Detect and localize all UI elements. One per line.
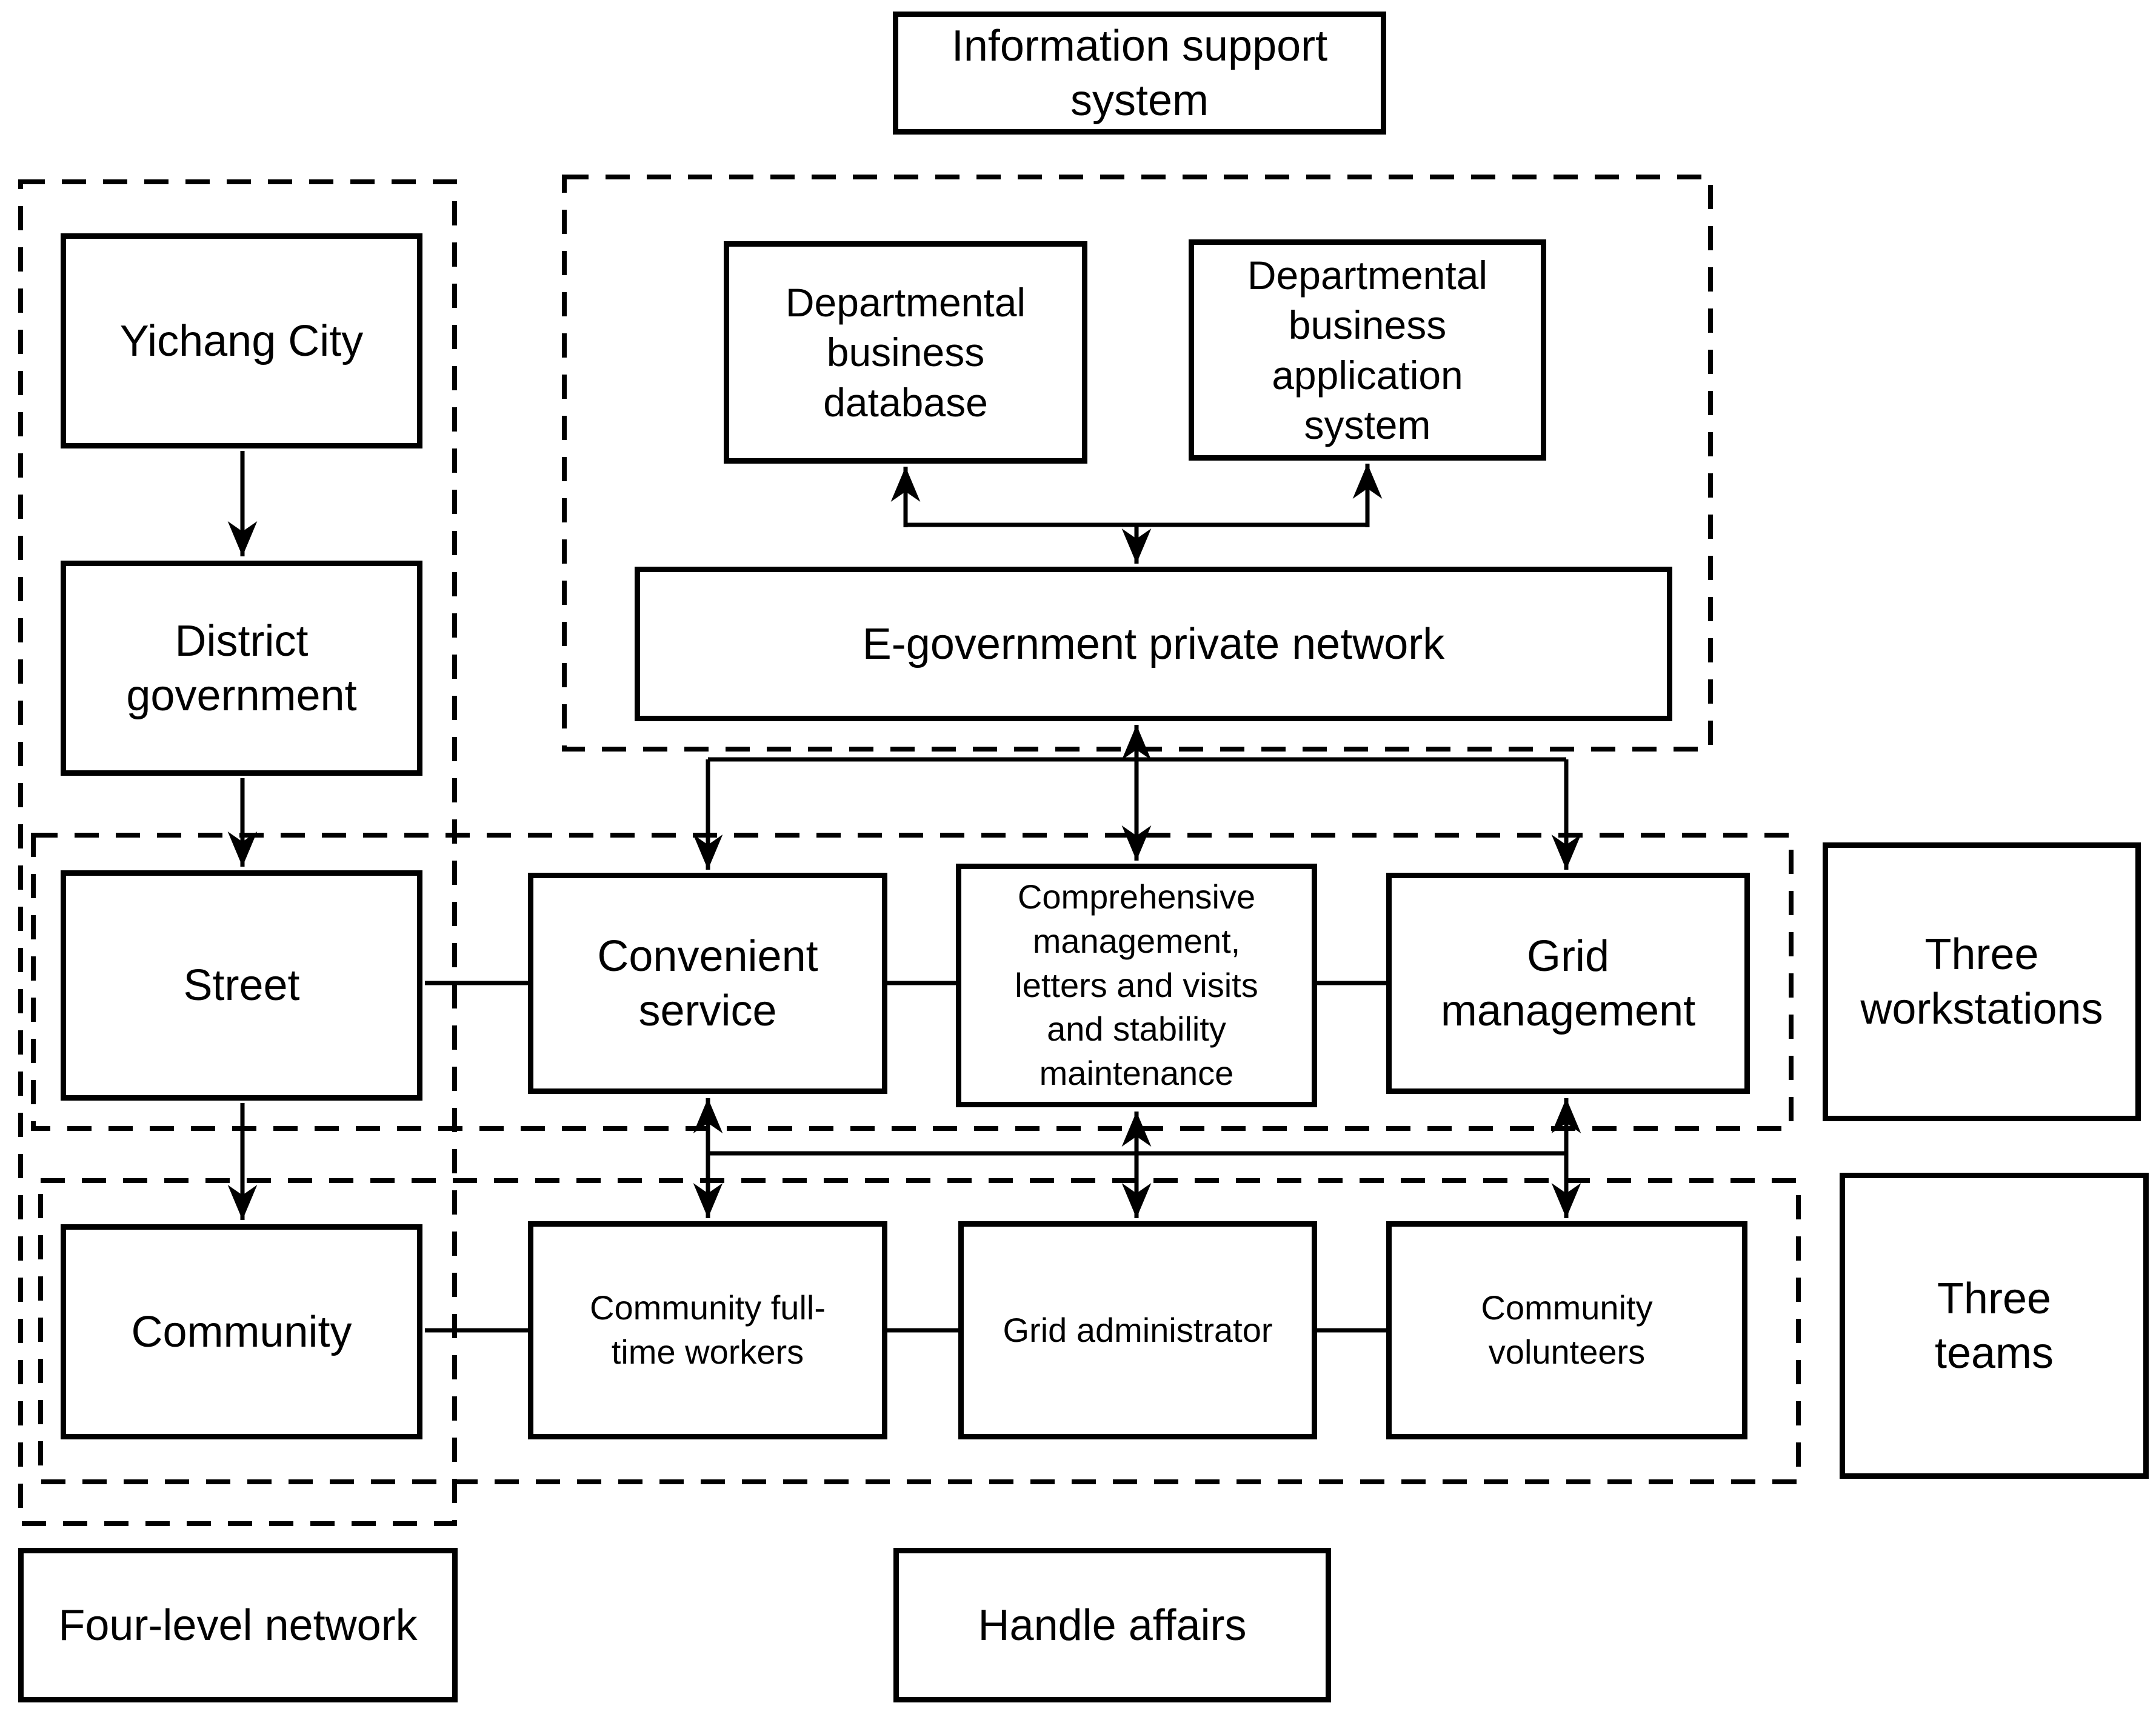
box-community-full-time-workers: Community full- time workers: [528, 1221, 887, 1439]
box-yichang-city: Yichang City: [61, 233, 422, 448]
box-handle-affairs: Handle affairs: [893, 1548, 1331, 1702]
container-four-level-network: [18, 179, 457, 1526]
box-community: Community: [61, 1224, 422, 1439]
box-departmental-business-database: Departmental business database: [724, 241, 1087, 464]
box-grid-administrator: Grid administrator: [958, 1221, 1317, 1439]
box-three-teams: Three teams: [1840, 1173, 2149, 1479]
connector-departmental-egov: [890, 464, 1383, 564]
box-departmental-business-application-system: Departmental business application system: [1189, 239, 1546, 461]
box-grid-management: Grid management: [1386, 873, 1750, 1094]
box-convenient-service: Convenient service: [528, 873, 887, 1094]
box-comprehensive-management: Comprehensive management, letters and vi…: [956, 864, 1317, 1107]
container-three-workstations: [31, 833, 1794, 1131]
container-information-system: [562, 175, 1713, 752]
box-four-level-network: Four-level network: [18, 1548, 458, 1702]
box-community-volunteers: Community volunteers: [1386, 1221, 1747, 1439]
box-information-support-system: Information support system: [893, 12, 1386, 135]
connector-egov-workstations: [693, 725, 1581, 870]
box-three-workstations: Three workstations: [1823, 842, 2141, 1121]
container-three-teams: [38, 1178, 1801, 1484]
box-street: Street: [61, 870, 422, 1101]
box-district-government: District government: [61, 561, 422, 776]
connector-workstations-teams: [693, 1098, 1581, 1218]
box-egovernment-private-network: E-government private network: [635, 567, 1672, 721]
